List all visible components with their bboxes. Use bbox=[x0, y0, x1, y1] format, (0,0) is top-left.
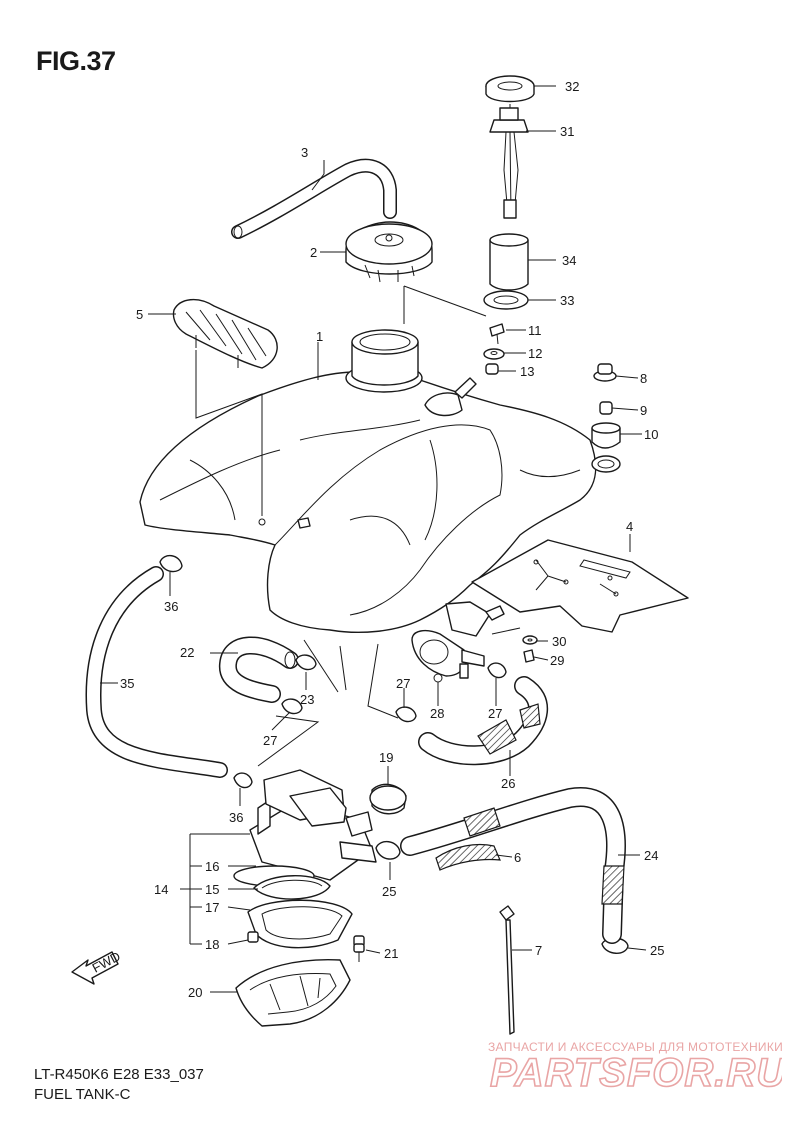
fuel-hose-22[interactable] bbox=[219, 636, 299, 703]
callout-36-top: 36 bbox=[164, 599, 178, 614]
callout-4: 4 bbox=[626, 519, 633, 534]
fuel-tank[interactable] bbox=[139, 329, 621, 634]
hose-protector[interactable] bbox=[435, 843, 501, 871]
callout-18: 18 bbox=[205, 937, 219, 952]
callout-9: 9 bbox=[640, 403, 647, 418]
fuel-cap[interactable] bbox=[345, 221, 433, 283]
callout-22: 22 bbox=[180, 645, 194, 660]
callout-14: 14 bbox=[154, 882, 168, 897]
breather-hose[interactable] bbox=[231, 158, 397, 239]
callout-23: 23 bbox=[300, 692, 314, 707]
tank-mount-hardware[interactable] bbox=[591, 363, 621, 449]
fwd-arrow-icon: FWD bbox=[71, 948, 123, 985]
callout-3: 3 bbox=[301, 145, 308, 160]
watermark-brand: PARTSFOR.RU bbox=[490, 1051, 782, 1094]
callout-24: 24 bbox=[644, 848, 658, 863]
callout-33: 33 bbox=[560, 293, 574, 308]
callout-21: 21 bbox=[384, 946, 398, 961]
section-name: FUEL TANK-C bbox=[34, 1086, 131, 1103]
callout-11: 11 bbox=[528, 323, 542, 338]
fuel-pump-assembly[interactable] bbox=[233, 769, 377, 949]
watermark-logo: PARTSFOR.RU bbox=[489, 1050, 782, 1094]
callout-1: 1 bbox=[316, 329, 323, 344]
tank-cushion-pad[interactable] bbox=[172, 299, 278, 369]
callout-30: 30 bbox=[552, 634, 566, 649]
hose-clamps[interactable] bbox=[159, 555, 629, 954]
callout-35: 35 bbox=[120, 676, 134, 691]
fuel-hose-26[interactable] bbox=[418, 676, 549, 766]
callout-27-left: 27 bbox=[263, 733, 277, 748]
callout-31: 31 bbox=[560, 124, 574, 139]
figure-title: FIG.37 bbox=[36, 46, 116, 76]
fuel-level-sender[interactable] bbox=[483, 75, 535, 310]
fuel-hose-24[interactable] bbox=[400, 787, 626, 944]
callout-32: 32 bbox=[565, 79, 579, 94]
callout-16: 16 bbox=[205, 859, 219, 874]
callout-34: 34 bbox=[562, 253, 576, 268]
callout-27-middle: 27 bbox=[396, 676, 410, 691]
model-code: LT-R450K6 E28 E33_037 bbox=[34, 1066, 204, 1083]
callout-20: 20 bbox=[188, 985, 202, 1000]
fuel-pump-bracket[interactable] bbox=[235, 959, 351, 1027]
callout-19: 19 bbox=[379, 750, 393, 765]
callout-28: 28 bbox=[430, 706, 444, 721]
callout-7: 7 bbox=[535, 943, 542, 958]
callout-27-right: 27 bbox=[488, 706, 502, 721]
heat-shield-plate[interactable] bbox=[471, 539, 689, 633]
callout-29: 29 bbox=[550, 653, 564, 668]
callout-17: 17 bbox=[205, 900, 219, 915]
watermark-tagline: ЗАПЧАСТИ И АКСЕССУАРЫ ДЛЯ МОТОТЕХНИКИ bbox=[488, 1040, 784, 1054]
callout-12: 12 bbox=[528, 346, 542, 361]
fuel-valve[interactable] bbox=[411, 601, 538, 683]
callout-10: 10 bbox=[644, 427, 658, 442]
callout-25-left: 25 bbox=[382, 884, 396, 899]
leader-lines bbox=[100, 85, 647, 993]
callout-36-bottom: 36 bbox=[229, 810, 243, 825]
callout-8: 8 bbox=[640, 371, 647, 386]
cable-tie[interactable] bbox=[499, 905, 515, 1035]
fuel-hose-35[interactable] bbox=[85, 566, 228, 778]
fuel-filter-cap[interactable] bbox=[369, 783, 407, 815]
callout-2: 2 bbox=[310, 245, 317, 260]
bracket-bolt[interactable] bbox=[353, 943, 365, 962]
callout-15: 15 bbox=[205, 882, 219, 897]
callout-6: 6 bbox=[514, 850, 521, 865]
callout-13: 13 bbox=[520, 364, 534, 379]
callout-26: 26 bbox=[501, 776, 515, 791]
fwd-label: FWD bbox=[90, 948, 123, 975]
screw-washer-set[interactable] bbox=[483, 323, 505, 375]
callout-5: 5 bbox=[136, 307, 143, 322]
callout-25-right: 25 bbox=[650, 943, 664, 958]
callout-labels: 3 2 5 1 32 31 34 33 11 12 13 8 9 10 4 30… bbox=[120, 79, 664, 1000]
